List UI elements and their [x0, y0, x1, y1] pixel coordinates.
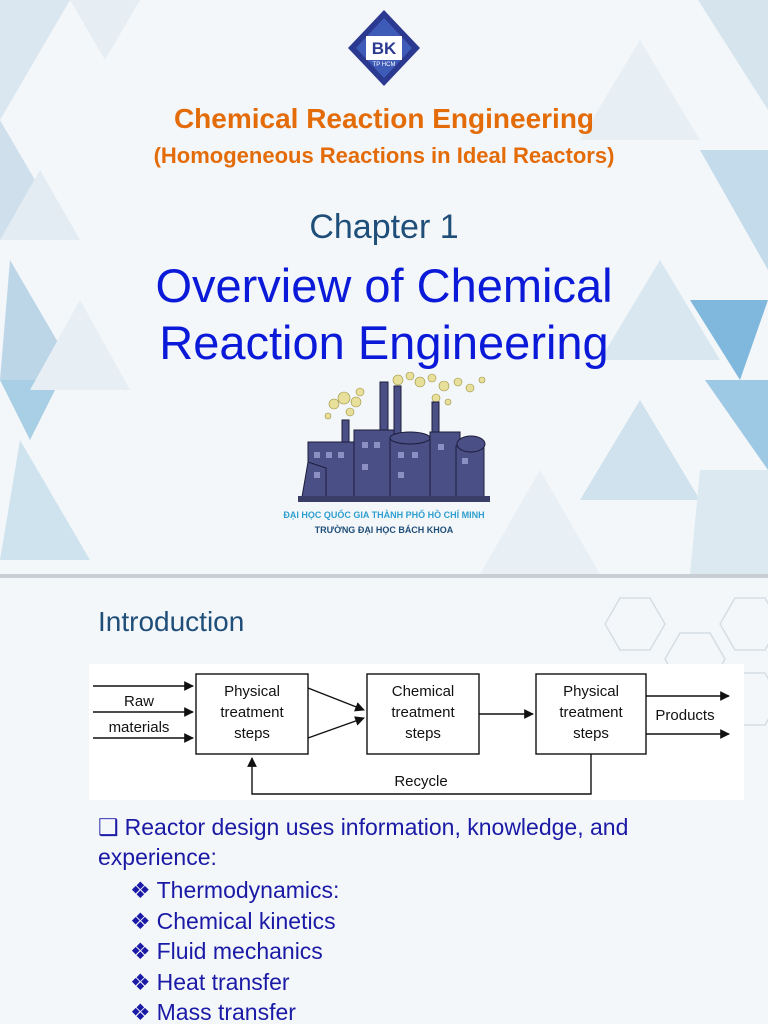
input-label-materials: materials — [109, 719, 170, 736]
list-item: ❖Mass transfer — [130, 997, 339, 1024]
list-item-text: Heat transfer — [156, 968, 290, 995]
list-item: ❖Thermodynamics: — [130, 875, 339, 906]
logo-tag: TP HCM — [373, 62, 396, 68]
recycle-loop — [247, 754, 592, 795]
box1-line-3: steps — [234, 725, 270, 742]
diamond-bullet-icon: ❖ — [130, 968, 151, 995]
box1-line-1: Physical — [224, 683, 280, 700]
university-name: ĐẠI HỌC QUỐC GIA THÀNH PHỐ HỒ CHÍ MINH — [283, 510, 485, 520]
slide-title: Introduction — [98, 606, 245, 637]
lead-paragraph: ❑Reactor design uses information, knowle… — [98, 812, 738, 872]
factory-icon — [298, 372, 490, 502]
topic-list: ❖Thermodynamics: ❖Chemical kinetics ❖Flu… — [130, 875, 339, 1024]
list-item-text: Fluid mechanics — [156, 938, 323, 964]
chemical-treatment-box — [366, 673, 480, 755]
box2-line-3: steps — [405, 725, 441, 742]
bk-university-logo: BK TP HCM — [348, 10, 420, 86]
chapter-label: Chapter 1 — [309, 208, 459, 246]
course-title: Chemical Reaction Engineering — [173, 103, 595, 134]
list-item: ❖Fluid mechanics — [130, 936, 339, 967]
diamond-bullet-icon: ❖ — [130, 907, 151, 934]
chapter-heading-line-2: Reaction Engineering — [159, 316, 609, 369]
list-item: ❖Heat transfer — [130, 967, 339, 998]
process-flow-diagram: Raw materials Physical treatment steps C… — [89, 664, 744, 800]
course-subtitle: (Homogeneous Reactions in Ideal Reactors… — [153, 143, 615, 168]
list-item-text: Thermodynamics: — [156, 877, 340, 903]
box3-line-3: steps — [573, 725, 609, 742]
title-slide: BK TP HCM Chemical Reaction Engineering … — [0, 0, 768, 574]
faculty-name: TRƯỜNG ĐẠI HỌC BÁCH KHOA — [314, 525, 454, 535]
box2-line-2: treatment — [391, 704, 455, 721]
checkbox-bullet-icon: ❑ — [98, 814, 119, 840]
triangle-pattern-background — [0, 0, 768, 574]
list-item-text: Chemical kinetics — [156, 907, 336, 934]
box2-line-1: Chemical — [392, 683, 455, 700]
introduction-slide: Introduction Raw materials Physical trea… — [0, 578, 768, 1024]
lead-text: Reactor design uses information, knowled… — [98, 814, 629, 870]
box3-line-1: Physical — [563, 683, 619, 700]
list-item-text: Mass transfer — [156, 999, 296, 1024]
chapter-heading-line-1: Overview of Chemical — [155, 259, 613, 312]
logo-letters: BK — [372, 39, 397, 58]
physical-treatment-box-2 — [535, 673, 647, 755]
slide-divider — [0, 574, 768, 578]
input-label-raw: Raw — [124, 693, 154, 710]
physical-treatment-box-1 — [195, 673, 309, 755]
list-item: ❖Chemical kinetics — [130, 906, 339, 937]
recycle-label: Recycle — [394, 773, 447, 790]
diamond-bullet-icon: ❖ — [130, 877, 151, 903]
diamond-bullet-icon: ❖ — [130, 999, 151, 1024]
hexagon-pattern-background — [604, 597, 768, 761]
box1-line-2: treatment — [220, 704, 284, 721]
diamond-bullet-icon: ❖ — [130, 938, 151, 964]
output-label-products: Products — [655, 707, 714, 724]
chapter-heading: Overview of Chemical Reaction Engineerin… — [0, 257, 768, 371]
box3-line-2: treatment — [559, 704, 623, 721]
